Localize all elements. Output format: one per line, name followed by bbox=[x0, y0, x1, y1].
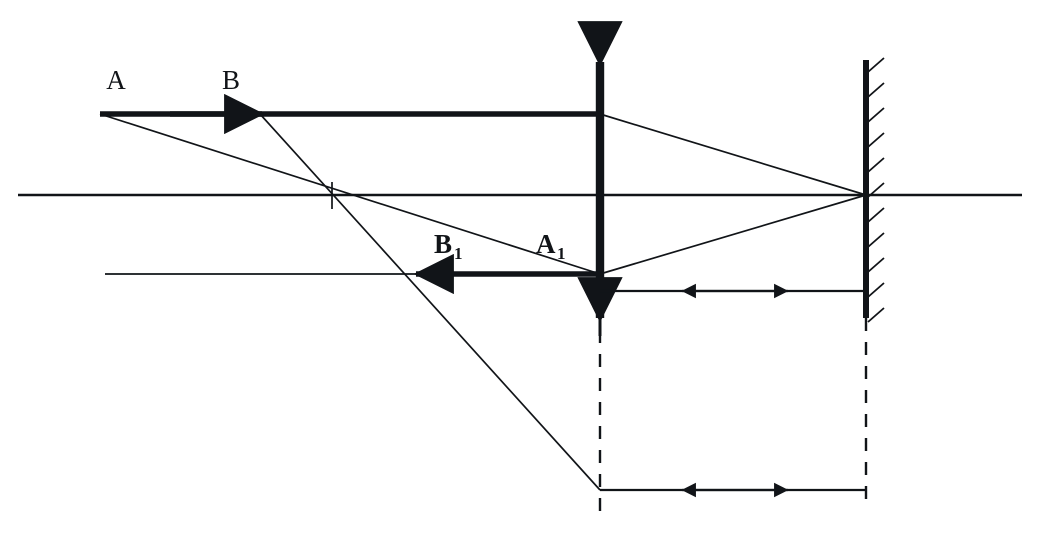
mirror-hatching bbox=[867, 57, 885, 323]
label-image-head-B1-subscript: 1 bbox=[454, 244, 463, 263]
label-object-tip-A: A bbox=[106, 65, 126, 95]
ray-through-focal-point bbox=[259, 113, 601, 491]
label-object-head-B: B bbox=[222, 65, 240, 95]
label-image-head-B1-letter: B bbox=[434, 229, 452, 259]
label-image-tip-A1-letter: A bbox=[536, 229, 556, 259]
ray-through-focus-upper bbox=[99, 113, 601, 275]
ray-mirror-to-image bbox=[599, 194, 867, 275]
ray-lens-top-to-mirror bbox=[599, 113, 867, 196]
label-image-tip-A1-subscript: 1 bbox=[557, 244, 566, 263]
label-image-tip-A1: A 1 bbox=[536, 229, 566, 263]
label-image-head-B1: B 1 bbox=[434, 229, 463, 263]
